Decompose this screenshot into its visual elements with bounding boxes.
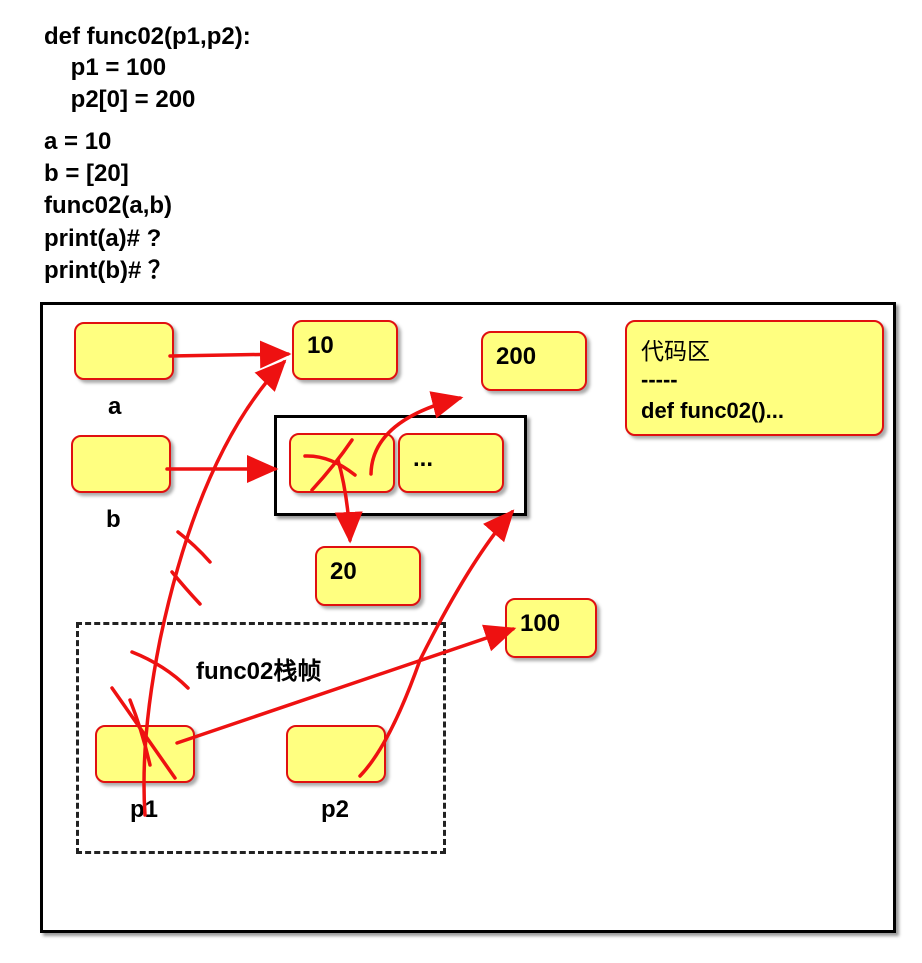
var-a-box	[74, 322, 174, 380]
value-200-box: 200	[481, 331, 587, 391]
cross-p1-to-10-2	[170, 570, 202, 606]
arrow-p1-to-100	[175, 624, 517, 745]
stack-frame	[76, 622, 446, 854]
label-p2: p2	[321, 796, 350, 823]
label-stack-frame: func02栈帧	[196, 658, 322, 685]
code-line-8: print(b)# ？	[44, 257, 172, 284]
code-area-box: 代码区 ----- def func02()...	[625, 320, 884, 436]
var-p2-box	[286, 725, 386, 783]
value-100-text: 100	[520, 610, 561, 637]
code-area-separator: -----	[641, 367, 678, 392]
value-100-box: 100	[505, 598, 597, 658]
code-area-title: 代码区	[641, 339, 710, 365]
code-line-1: def func02(p1,p2):	[44, 23, 251, 50]
code-line-4: a = 10	[44, 128, 112, 155]
cross-p1-1	[110, 686, 177, 780]
code-line-3: p2[0] = 200	[44, 86, 196, 113]
var-b-box	[71, 435, 171, 493]
code-line-7: print(a)# ?	[44, 225, 162, 252]
arrow-list0-to-20	[334, 458, 363, 544]
arrow-p1-to-10	[142, 359, 287, 817]
label-b: b	[106, 506, 121, 533]
cross-p1-2	[130, 650, 190, 690]
arrow-p2-to-list	[358, 509, 515, 778]
value-20-text: 20	[330, 558, 357, 585]
code-line-6: func02(a,b)	[44, 192, 173, 219]
label-a: a	[108, 393, 122, 420]
code-line-2: p1 = 100	[44, 54, 167, 81]
list-more-text: ...	[413, 445, 434, 472]
code-area-def: def func02()...	[641, 398, 785, 423]
code-line-5: b = [20]	[44, 160, 129, 187]
arrow-list0-to-200	[369, 391, 464, 476]
cross-p1-to-10-1	[176, 530, 212, 564]
cross-list0-2	[303, 454, 357, 477]
list-more-box: ...	[398, 433, 504, 493]
cross-p1-3	[128, 698, 152, 767]
memory-frame	[40, 302, 896, 933]
value-20-box: 20	[315, 546, 421, 606]
arrow-a-to-10	[168, 340, 292, 369]
value-10-box: 10	[292, 320, 398, 380]
value-10-text: 10	[307, 332, 334, 359]
cross-list0-1	[310, 438, 354, 492]
value-200-text: 200	[496, 343, 537, 370]
